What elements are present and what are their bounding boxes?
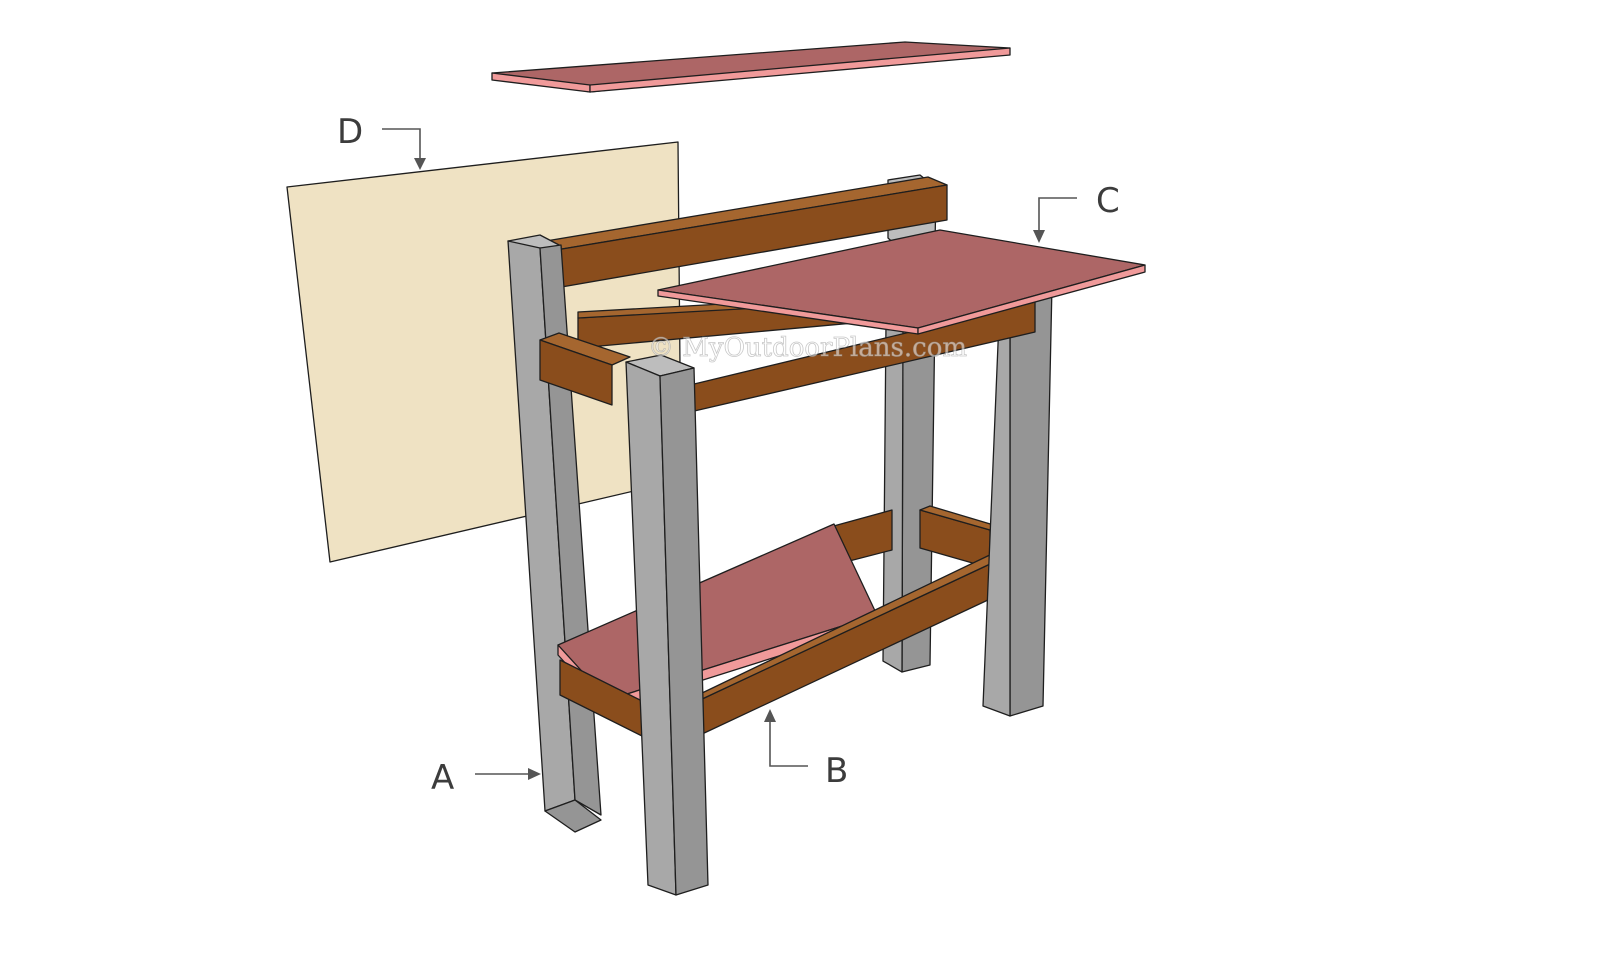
bottom-shelf-board (557, 523, 878, 711)
label-b: B (825, 751, 848, 791)
bottom-front-rail-b (559, 551, 1006, 741)
desk-board-c (657, 229, 1146, 335)
leader-a (475, 768, 541, 780)
back-panel-d (286, 141, 682, 563)
watermark-text: © MyOutdoorPlans.com (648, 333, 967, 363)
leg-front-right (982, 284, 1053, 717)
leader-b (764, 709, 808, 767)
leader-d (382, 128, 426, 170)
top-shelf-board (491, 41, 1011, 93)
leg-front-left-a (625, 354, 709, 896)
label-a: A (431, 758, 454, 798)
leader-c (1033, 197, 1077, 243)
bottom-back-rails (829, 505, 998, 569)
label-c: C (1096, 181, 1120, 221)
label-d: D (337, 112, 363, 152)
